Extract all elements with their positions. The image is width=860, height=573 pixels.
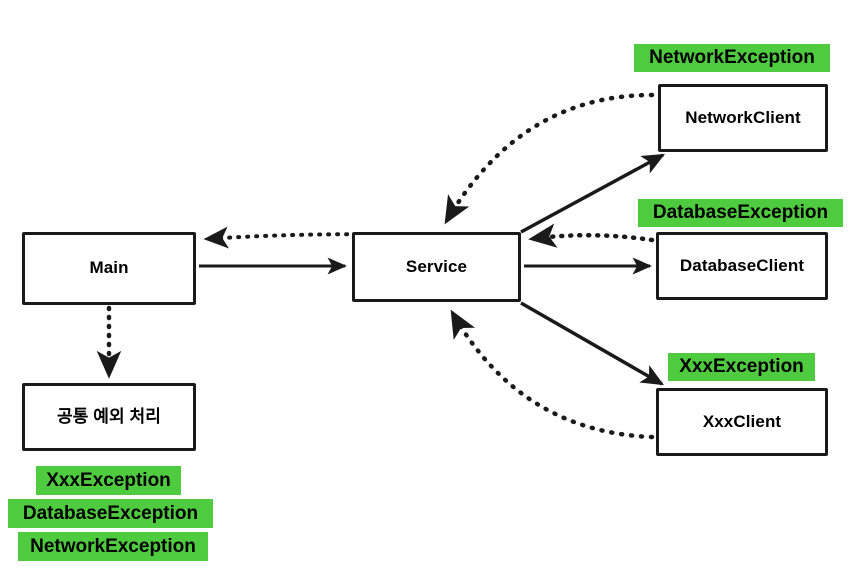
node-xxx-client[interactable]: XxxClient bbox=[656, 388, 828, 456]
edge-database-client-to-service bbox=[528, 223, 655, 248]
node-service[interactable]: Service bbox=[352, 232, 521, 302]
node-common-exception-handler-label: 공통 예외 처리 bbox=[56, 406, 162, 426]
legend-item-xxx-exception: XxxException bbox=[36, 466, 181, 495]
edge-service-to-xxx-client bbox=[520, 301, 664, 386]
edge-network-client-to-service bbox=[443, 92, 655, 225]
label-xxx-exception: XxxException bbox=[668, 353, 815, 381]
node-network-client[interactable]: NetworkClient bbox=[658, 84, 828, 152]
node-database-client[interactable]: DatabaseClient bbox=[656, 232, 828, 300]
node-network-client-label: NetworkClient bbox=[685, 107, 801, 127]
legend-item-network-exception: NetworkException bbox=[18, 532, 208, 561]
node-main[interactable]: Main bbox=[22, 232, 196, 305]
node-main-label: Main bbox=[89, 258, 129, 278]
legend-item-database-exception: DatabaseException bbox=[8, 499, 213, 528]
label-database-exception: DatabaseException bbox=[638, 199, 843, 227]
node-service-label: Service bbox=[405, 256, 468, 276]
label-network-exception: NetworkException bbox=[634, 44, 830, 72]
node-database-client-label: DatabaseClient bbox=[679, 255, 805, 275]
edge-xxx-client-to-service bbox=[449, 309, 655, 440]
node-xxx-client-label: XxxClient bbox=[702, 411, 782, 431]
node-common-exception-handler[interactable]: 공통 예외 처리 bbox=[22, 383, 196, 451]
